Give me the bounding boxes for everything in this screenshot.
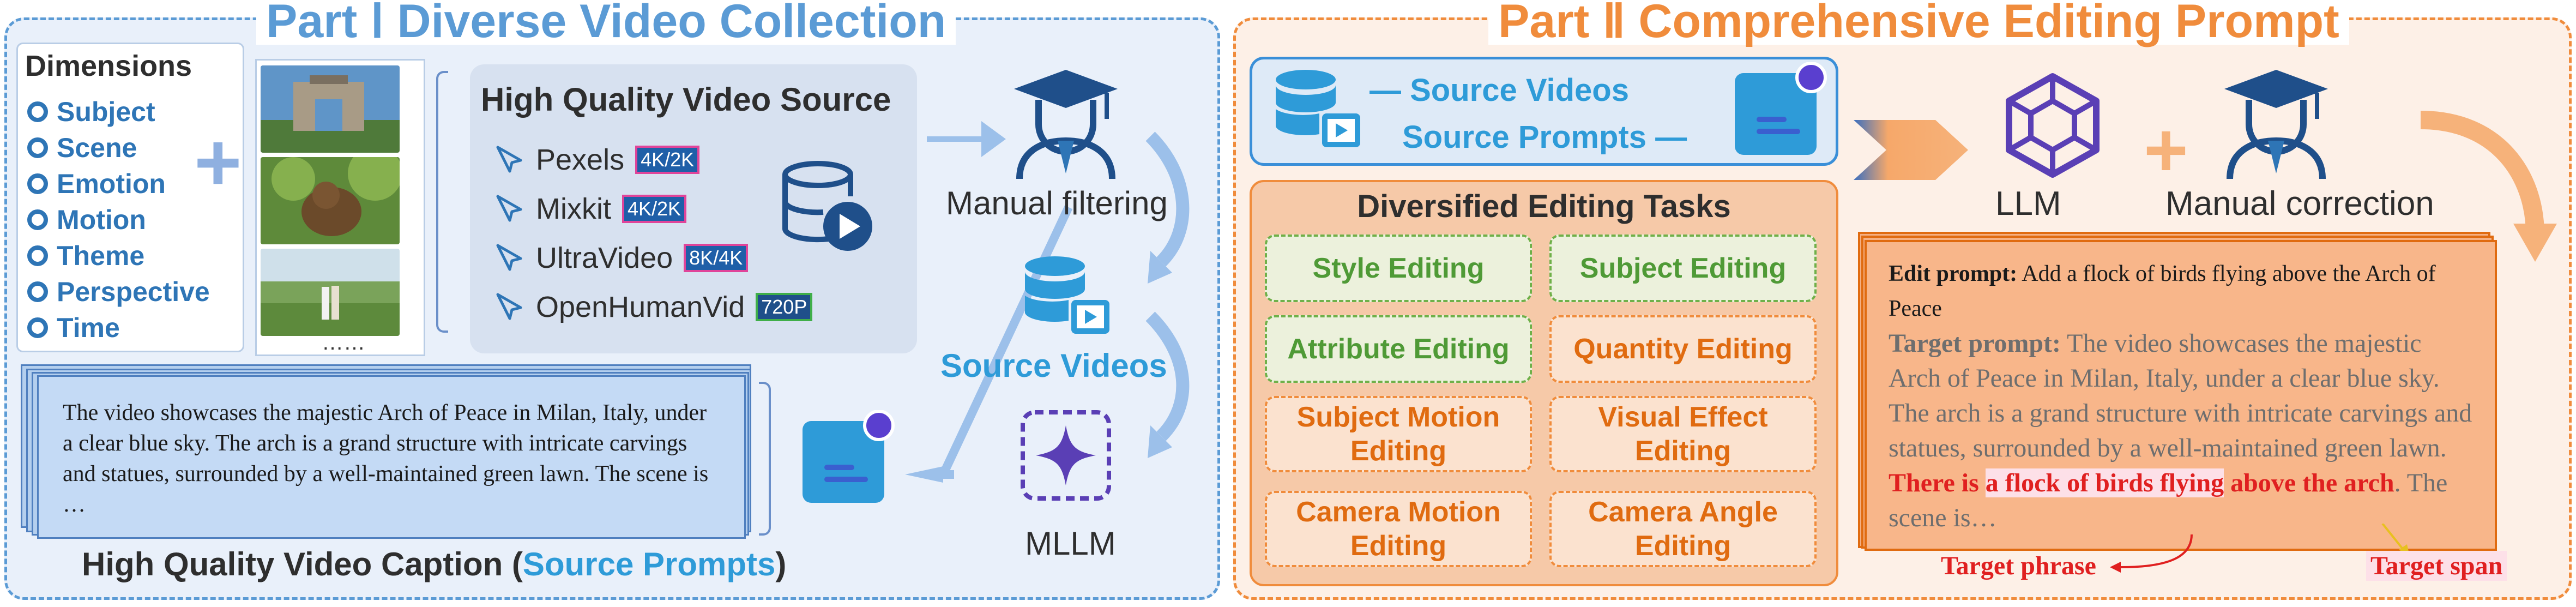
cursor-icon	[496, 195, 522, 222]
task-visual-effect-editing: Visual Effect Editing	[1549, 396, 1817, 472]
part1-arrows	[905, 121, 1190, 483]
caption-text: The video showcases the majestic Arch of…	[37, 375, 746, 539]
bullet-icon	[27, 209, 48, 230]
target-span: a flock of birds flying	[1985, 468, 2224, 497]
cursor-icon	[496, 244, 522, 271]
dimensions-box	[16, 43, 244, 352]
edit-prompt-text: Add a flock of birds flying above the Ar…	[1889, 261, 2436, 321]
target-span-label: Target span	[2366, 551, 2507, 581]
cursor-icon	[496, 146, 522, 173]
plus-icon: +	[194, 116, 242, 208]
target-phrase-a: There is	[1889, 468, 1979, 497]
bullet-icon	[27, 173, 48, 194]
manual-correction-label: Manual correction	[2165, 185, 2434, 223]
task-style-editing: Style Editing	[1265, 235, 1532, 302]
plus-icon: +	[2144, 107, 2188, 193]
database-video-icon	[1025, 256, 1109, 334]
resolution-badge: 8K/4K	[684, 244, 749, 272]
target-phrase-b: above the arch	[2230, 468, 2394, 497]
llm-cube-icon	[2006, 73, 2100, 178]
dimension-item: Time	[27, 312, 120, 344]
bullet-icon	[27, 137, 48, 158]
graduation-person-icon	[1014, 70, 1118, 179]
mllm-label: MLLM	[1025, 525, 1116, 562]
database-video-icon	[1276, 70, 1360, 147]
edit-prompt-card: Edit prompt: Add a flock of birds flying…	[1865, 240, 2497, 551]
source-videos-label: Source Videos	[940, 347, 1167, 384]
bullet-icon	[27, 281, 48, 302]
source-prompts-text: Source Prompts —	[1402, 119, 1687, 155]
source-videos-text: — Source Videos	[1370, 73, 1629, 108]
task-camera-motion-editing: Camera Motion Editing	[1265, 491, 1532, 567]
llm-label: LLM	[1995, 185, 2061, 223]
manual-filtering-label: Manual filtering	[946, 185, 1168, 221]
part2-title: Part Ⅱ Comprehensive Editing Prompt	[1488, 0, 2349, 45]
task-quantity-editing: Quantity Editing	[1549, 315, 1817, 383]
target-phrase-label: Target phrase	[1941, 551, 2096, 580]
task-camera-angle-editing: Camera Angle Editing	[1549, 491, 1817, 567]
thumbnail-bear	[261, 157, 400, 244]
dimensions-title: Dimensions	[25, 50, 192, 82]
dimension-item: Emotion	[27, 168, 166, 200]
resolution-badge: 4K/2K	[635, 146, 700, 174]
bracket-left	[436, 71, 448, 333]
database-video-icon	[782, 161, 872, 251]
chat-bubble-icon	[803, 410, 895, 503]
curved-arrow-icon	[2420, 111, 2557, 262]
thumbnail-arch	[261, 65, 400, 153]
target-prompt-text: The video showcases the majestic Arch of…	[1889, 329, 2472, 462]
bullet-icon	[27, 101, 48, 122]
dimension-item: Subject	[27, 96, 155, 128]
task-subject-motion-editing: Subject Motion Editing	[1265, 396, 1532, 472]
task-subject-editing: Subject Editing	[1549, 235, 1817, 302]
dimension-item: Motion	[27, 204, 146, 236]
sparkle-icon	[1021, 410, 1111, 501]
editing-tasks-title: Diversified Editing Tasks	[1357, 189, 1731, 224]
bullet-icon	[27, 317, 48, 338]
more-thumbnails: ……	[322, 330, 365, 354]
dimension-item: Perspective	[27, 276, 210, 308]
target-prompt-label: Target prompt:	[1889, 329, 2061, 358]
annotation-arrows	[2110, 524, 2410, 573]
cursor-icon	[496, 293, 522, 320]
part1-title: Part Ⅰ Diverse Video Collection	[256, 0, 956, 45]
thumbnail-couple	[261, 249, 400, 336]
source-row: OpenHumanVid 720P	[493, 290, 813, 324]
edit-prompt-label: Edit prompt:	[1889, 261, 2018, 286]
source-row: Pexels 4K/2K	[493, 143, 700, 177]
bullet-icon	[27, 245, 48, 266]
dimension-item: Scene	[27, 132, 137, 164]
orange-arrow-icon	[1854, 120, 1968, 180]
resolution-badge: 720P	[756, 293, 813, 321]
hq-source-title: High Quality Video Source	[481, 81, 891, 118]
task-attribute-editing: Attribute Editing	[1265, 315, 1532, 383]
source-row: UltraVideo 8K/4K	[493, 241, 749, 275]
bracket-right	[759, 382, 771, 536]
resolution-badge: 4K/2K	[622, 195, 687, 223]
caption-title: High Quality Video Caption (Source Promp…	[82, 546, 787, 582]
source-row: Mixkit 4K/2K	[493, 192, 687, 226]
chat-bubble-icon	[1735, 62, 1827, 155]
dimension-item: Theme	[27, 240, 144, 272]
graduation-person-icon	[2224, 70, 2328, 179]
